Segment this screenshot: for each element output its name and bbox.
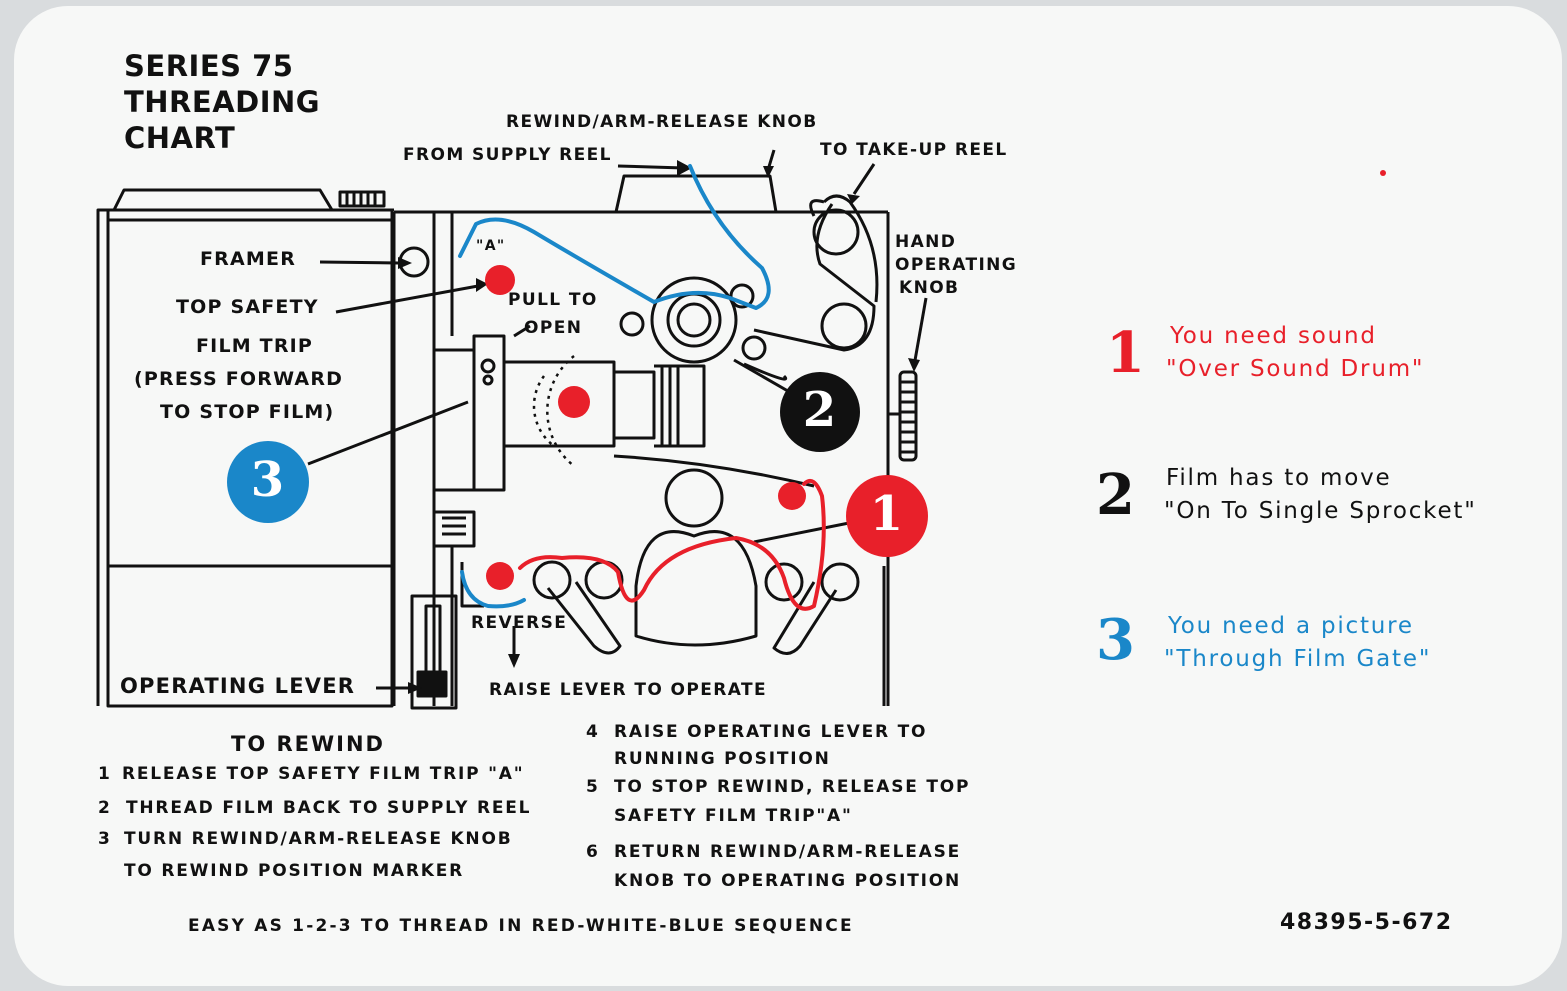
rewind-step-5-number: 5 [586, 777, 600, 797]
rewind-step-2-number: 2 [98, 798, 112, 818]
legend-1-number: 1 [1106, 320, 1145, 386]
rewind-step-1: RELEASE TOP SAFETY FILM TRIP "A" [122, 764, 525, 784]
title-line-1: SERIES 75 [124, 49, 294, 83]
legend-3-number: 3 [1096, 607, 1135, 673]
legend-1-line-2: "Over Sound Drum" [1166, 356, 1425, 382]
rewind-step-6-line-2: KNOB TO OPERATING POSITION [614, 871, 962, 891]
rewind-step-3-number: 3 [98, 829, 112, 849]
rewind-step-4-number: 4 [586, 722, 600, 742]
hand-knob-label-2: OPERATING [895, 255, 1018, 275]
rewind-step-5-line-2: SAFETY FILM TRIP"A" [614, 806, 853, 826]
reverse-label: REVERSE [471, 613, 568, 633]
rewind-step-1-number: 1 [98, 764, 112, 784]
stray-red-dot [1380, 170, 1386, 176]
point-a-label: "A" [476, 238, 506, 254]
badge-3-circle [227, 441, 309, 523]
operating-lever-label: OPERATING LEVER [120, 674, 356, 698]
badge-3-number: 3 [250, 452, 286, 508]
film-path-red [518, 479, 826, 611]
legend-2-line-1: Film has to move [1166, 465, 1392, 491]
film-path-blue-upper [458, 164, 771, 310]
rewind-step-3-line-1: TURN REWIND/ARM-RELEASE KNOB [124, 829, 513, 849]
rewind-step-6-line-1: RETURN REWIND/ARM-RELEASE [614, 842, 962, 862]
rewind-step-2: THREAD FILM BACK TO SUPPLY REEL [126, 798, 532, 818]
rewind-heading: TO REWIND [231, 732, 385, 756]
top-safety-label-4: TO STOP FILM) [160, 401, 335, 423]
badge-1-number: 1 [869, 486, 905, 542]
top-safety-label-1: TOP SAFETY [176, 296, 319, 318]
rewind-step-3-line-2: TO REWIND POSITION MARKER [124, 861, 465, 881]
hand-knob-label-3: KNOB [899, 278, 960, 298]
rewind-step-6-number: 6 [586, 842, 600, 862]
case-lid [112, 188, 334, 211]
rewind-step-4-line-2: RUNNING POSITION [614, 749, 831, 769]
projector-diagram [96, 149, 928, 710]
rewind-knob-label: REWIND/ARM-RELEASE KNOB [506, 112, 818, 132]
rewind-step-4-line-1: RAISE OPERATING LEVER TO [614, 722, 928, 742]
film-path-blue-lower [460, 570, 526, 609]
threading-chart-card: SERIES 75 THREADING CHART [14, 6, 1562, 986]
title-line-3: CHART [124, 121, 236, 155]
legend-3-line-2: "Through Film Gate" [1164, 646, 1432, 672]
hand-knob-label-1: HAND [895, 232, 957, 252]
pull-to-open-label-2: OPEN [524, 318, 583, 338]
legend-2-number: 2 [1096, 462, 1135, 528]
raise-lever-label: RAISE LEVER TO OPERATE [489, 680, 767, 700]
badge-2-number: 2 [802, 382, 838, 438]
pull-to-open-label-1: PULL TO [508, 290, 598, 310]
framer-label: FRAMER [200, 248, 297, 270]
badge-1-circle [846, 475, 928, 557]
footer-sequence: EASY AS 1-2-3 TO THREAD IN RED-WHITE-BLU… [188, 916, 854, 936]
from-supply-reel-label: FROM SUPPLY REEL [403, 145, 612, 165]
badge-2-circle [780, 372, 860, 452]
to-takeup-reel-label: TO TAKE-UP REEL [820, 140, 1008, 160]
top-safety-label-2: FILM TRIP [196, 335, 314, 357]
legend-1-line-1: You need sound [1170, 323, 1377, 349]
top-safety-label-3: (PRESS FORWARD [134, 368, 344, 390]
rewind-step-5-line-1: TO STOP REWIND, RELEASE TOP [614, 777, 971, 797]
title-line-2: THREADING [124, 85, 321, 119]
footer-code: 48395-5-672 [1280, 910, 1453, 935]
rewind-knob-housing [614, 174, 778, 213]
legend-3-line-1: You need a picture [1168, 613, 1414, 639]
legend-2-line-2: "On To Single Sprocket" [1164, 498, 1477, 524]
